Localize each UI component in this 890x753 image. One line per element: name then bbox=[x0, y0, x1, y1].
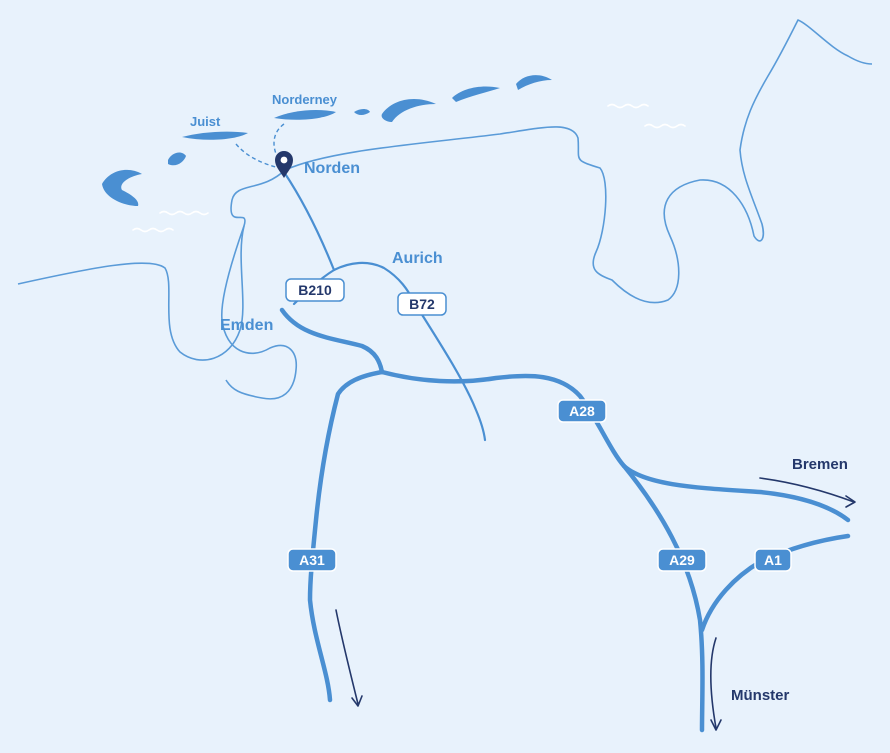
road-b210-aurich-link bbox=[332, 261, 416, 304]
direction-arrows bbox=[335, 477, 856, 731]
east-frisian-islands bbox=[102, 75, 552, 206]
island-langeoog bbox=[381, 99, 436, 122]
island-wangerooge bbox=[516, 75, 552, 90]
arrow-a31-south-head bbox=[351, 695, 363, 707]
label-norderney: Norderney bbox=[272, 92, 338, 107]
minor-roads bbox=[282, 170, 487, 442]
water-waves bbox=[132, 103, 686, 233]
ferry-route-juist bbox=[235, 143, 281, 169]
wave bbox=[644, 123, 686, 129]
badge-b210-label: B210 bbox=[298, 282, 332, 298]
autobahns bbox=[279, 307, 851, 733]
badge-a1-label: A1 bbox=[764, 552, 782, 568]
label-aurich: Aurich bbox=[392, 250, 443, 267]
ems-estuary-coast bbox=[221, 225, 297, 400]
label-emden: Emden bbox=[220, 317, 273, 334]
arrow-muenster-head bbox=[710, 719, 722, 731]
road-b72 bbox=[412, 300, 487, 442]
road-a28 bbox=[379, 369, 627, 469]
badge-a29: A29 bbox=[657, 548, 707, 572]
label-bremen: Bremen bbox=[792, 456, 848, 473]
island-juist bbox=[182, 131, 248, 140]
badge-b72-label: B72 bbox=[409, 296, 435, 312]
ferry-routes bbox=[235, 123, 285, 169]
badge-a1: A1 bbox=[754, 548, 792, 572]
badge-a28-label: A28 bbox=[569, 403, 595, 419]
badge-a31: A31 bbox=[287, 548, 337, 572]
wave bbox=[132, 227, 174, 233]
island-memmert bbox=[168, 152, 186, 166]
badge-b72: B72 bbox=[397, 292, 447, 316]
arrow-a31-south bbox=[335, 609, 359, 705]
ferry-route-norderney bbox=[273, 123, 285, 165]
island-borkum bbox=[102, 169, 142, 206]
road-bremen bbox=[621, 463, 851, 523]
arrow-bremen-head bbox=[845, 495, 856, 508]
road-a31 bbox=[307, 369, 385, 703]
label-norden: Norden bbox=[304, 160, 360, 177]
label-juist: Juist bbox=[190, 114, 221, 129]
island-baltrum bbox=[354, 109, 370, 115]
island-norderney bbox=[274, 110, 336, 120]
badge-b210: B210 bbox=[285, 278, 345, 302]
wave bbox=[159, 210, 209, 216]
road-emden-link bbox=[279, 307, 385, 375]
arrow-muenster bbox=[709, 637, 717, 729]
island-spiekeroog bbox=[452, 86, 500, 102]
location-pin-icon bbox=[275, 151, 293, 178]
badge-a29-label: A29 bbox=[669, 552, 695, 568]
arrow-bremen bbox=[759, 477, 855, 503]
badge-a31-label: A31 bbox=[299, 552, 325, 568]
label-muenster: Münster bbox=[731, 687, 790, 704]
coastline bbox=[17, 19, 873, 361]
wave bbox=[607, 103, 649, 109]
badge-a28: A28 bbox=[557, 399, 607, 423]
road-a29 bbox=[621, 463, 705, 733]
